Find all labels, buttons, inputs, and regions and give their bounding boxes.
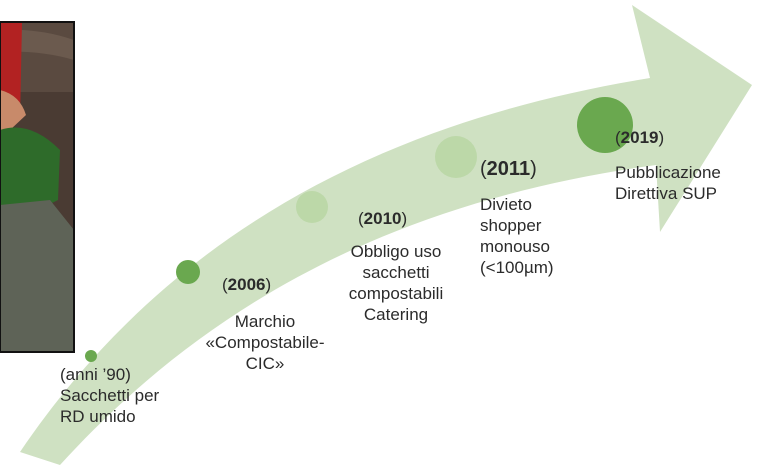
milestone-year-1990s: (anni ’90) [60, 365, 131, 384]
photo-thumbnail [0, 21, 75, 353]
milestone-dot-2019 [577, 97, 633, 153]
milestone-year-2010: 2010 [363, 209, 402, 228]
milestone-desc-2019: Pubblicazione Direttiva SUP [615, 163, 721, 203]
milestone-label-1990s: (anni ’90) Sacchetti per RD umido [60, 364, 159, 427]
milestone-label-2019: (2019) Pubblicazione Direttiva SUP [615, 128, 721, 203]
milestone-dot-2010 [296, 191, 328, 223]
timeline-arrow [20, 5, 752, 465]
milestone-dot-1990s [85, 350, 97, 362]
milestone-desc-1990s: Sacchetti per RD umido [60, 386, 160, 426]
milestone-label-2011: (2011) Divieto shopper monouso (<100µm) [480, 158, 554, 278]
milestone-label-2006: (2006) Marchio «Compostabile- CIC» [190, 274, 340, 374]
milestone-year-2011: 2011 [486, 158, 531, 180]
milestone-desc-2006: Marchio «Compostabile- CIC» [205, 312, 325, 373]
milestone-year-2019: 2019 [620, 128, 659, 147]
milestone-dot-2011 [435, 136, 477, 178]
milestone-year-2006: 2006 [227, 275, 266, 294]
milestone-dot-2006 [176, 260, 200, 284]
milestone-desc-2011: Divieto shopper monouso (<100µm) [480, 195, 554, 277]
milestone-desc-2010: Obbligo uso sacchetti compostabili Cater… [348, 242, 444, 324]
milestone-label-2010: (2010) Obbligo uso sacchetti compostabil… [326, 208, 466, 325]
